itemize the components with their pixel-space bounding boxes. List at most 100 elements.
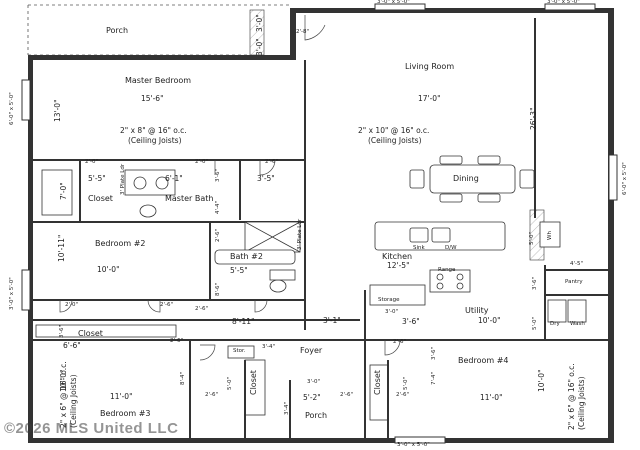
dim-30-foyer: 3'-0" [307, 379, 321, 385]
dim-26a: 2'-6" [265, 159, 279, 165]
dim-86: 8'-6" [215, 282, 221, 296]
dim-31: 3'-1" [323, 316, 341, 325]
dim-living-height: 26'-3" [529, 107, 538, 130]
dim-26c: 2'-6" [195, 306, 209, 312]
dim-kitchen-width: 12'-5" [387, 261, 410, 270]
dim-window-left-2: 3'-0" x 5'-0" [9, 277, 15, 310]
dim-b3-width: 11'-0" [110, 392, 133, 401]
dim-61: 6'-1" [165, 174, 183, 183]
dim-50: 5'-0" [529, 231, 535, 245]
dim-26h: 2'-6" [340, 392, 354, 398]
dim-20b: 2'-0" [195, 159, 209, 165]
dim-66: 6'-6" [63, 341, 81, 350]
dim-26d: 2'-6" [160, 302, 174, 308]
dim-b3-height: 10'-0" [59, 369, 68, 392]
dim-70: 7'-0" [59, 182, 68, 200]
dim-35: 3'-5" [257, 174, 275, 183]
dim-20c: 2'-0" [65, 302, 79, 308]
label-range: Range [438, 267, 456, 273]
note-joists-living: 2" x 10" @ 16" o.c. [358, 126, 430, 135]
dim-50d: 5'-0" [403, 376, 409, 390]
dim-50c: 5'-0" [227, 376, 233, 390]
room-porch-bottom: Porch [305, 411, 328, 420]
windows [21, 3, 618, 444]
room-closet-b3: Closet [249, 370, 258, 395]
room-master-bedroom: Master Bedroom [125, 76, 192, 85]
dim-26e: 2'-6" [170, 338, 184, 344]
dim-36u: 3'-6" [402, 317, 420, 326]
room-closet-b4: Closet [373, 370, 382, 395]
master-bath-fixtures [41, 169, 301, 253]
dim-20a: 2'-0" [85, 159, 99, 165]
dim-26g: 2'-6" [205, 392, 219, 398]
room-living-room: Living Room [405, 62, 455, 71]
dim-55b: 5'-5" [230, 266, 248, 275]
room-bedroom3: Bedroom #3 [100, 409, 151, 418]
note-joists-living-sub: (Ceiling Joists) [368, 136, 422, 145]
dim-window-right-1: 6'-0" x 5'-0" [622, 162, 628, 195]
label-dw: D/W [445, 245, 457, 251]
note-joists-b4a: 2" x 6" @ 16" o.c. [567, 363, 576, 430]
dim-door-28: 2'-8" [296, 29, 310, 35]
label-dry: Dry [550, 321, 560, 327]
room-bath2: Bath #2 [230, 252, 263, 261]
note-joists-b4b: (Ceiling Joists) [577, 376, 586, 431]
dim-porch-b: 3'-0" [255, 38, 264, 56]
dim-b2-width: 10'-0" [97, 265, 120, 274]
label-plate-2: 3' Plate Ldr [297, 218, 303, 250]
bath2-fixtures [214, 249, 296, 293]
dim-window-left-1: 6'-0" x 5'-0" [9, 92, 15, 125]
doors [59, 15, 401, 361]
room-dining: Dining [453, 174, 479, 183]
dim-b4-height: 10'-0" [537, 369, 546, 392]
room-master-bath: Master Bath [165, 194, 214, 203]
dim-30-storage: 3'-0" [385, 309, 399, 315]
dim-master-height: 13'-0" [53, 99, 62, 122]
dim-55: 5'-5" [88, 174, 106, 183]
room-utility: Utility [465, 306, 489, 315]
dim-b2-height: 10'-11" [57, 234, 66, 262]
dim-utility-width: 10'-0" [478, 316, 501, 325]
copyright-watermark: ©2026 MLS United LLC [4, 420, 179, 437]
dim-window-top-1: 3'-0" x 5'-0" [377, 0, 410, 5]
interior-walls [33, 18, 610, 440]
dim-45: 4'-5" [570, 261, 584, 267]
room-bedroom4: Bedroom #4 [458, 356, 509, 365]
label-wash: Wash [570, 321, 585, 327]
kitchen-fixtures [369, 221, 587, 323]
dim-36c: 3'-6" [59, 324, 65, 338]
dim-811: 8'-11" [232, 317, 255, 326]
dim-36k: 3'-6" [532, 276, 538, 290]
dim-living-width: 17'-0" [418, 94, 441, 103]
label-heater: Wh [547, 231, 553, 240]
dim-52: 5'-2" [303, 393, 321, 402]
room-closet-master: Closet [88, 194, 113, 203]
dim-window-bottom-1: 3'-0" x 5'-0" [397, 442, 430, 448]
dim-26f: 2'-6" [393, 339, 407, 345]
dim-36f: 3'-6" [431, 346, 437, 360]
dim-44: 4'-4" [215, 200, 221, 214]
dim-34: 3'-4" [262, 344, 276, 350]
room-bedroom2: Bedroom #2 [95, 239, 146, 248]
dim-50b: 5'-0" [532, 316, 538, 330]
label-plate-1: 3' Plate Ldr [120, 163, 126, 195]
note-joists-master: 2" x 8" @ 16" o.c. [120, 126, 187, 135]
room-kitchen: Kitchen [382, 252, 413, 261]
dim-74: 7'-4" [431, 371, 437, 385]
dining-table [409, 155, 535, 203]
dim-84: 8'-4" [180, 371, 186, 385]
label-sink: Sink [413, 245, 425, 251]
dim-26i: 2'-6" [396, 392, 410, 398]
dim-b4-width: 11'-0" [480, 393, 503, 402]
room-stor: Stor. [233, 348, 246, 354]
dim-34p: 3'-4" [284, 401, 290, 415]
room-closet-hall: Closet [78, 329, 103, 338]
closet-shelves [35, 324, 389, 421]
dim-36: 3'-6" [215, 168, 221, 182]
dim-window-top-2: 3'-0" x 5'-0" [547, 0, 580, 5]
room-pantry: Pantry [565, 279, 583, 285]
exterior-walls [28, 8, 614, 443]
note-joists-master-sub: (Ceiling Joists) [128, 136, 182, 145]
room-foyer: Foyer [300, 346, 323, 355]
